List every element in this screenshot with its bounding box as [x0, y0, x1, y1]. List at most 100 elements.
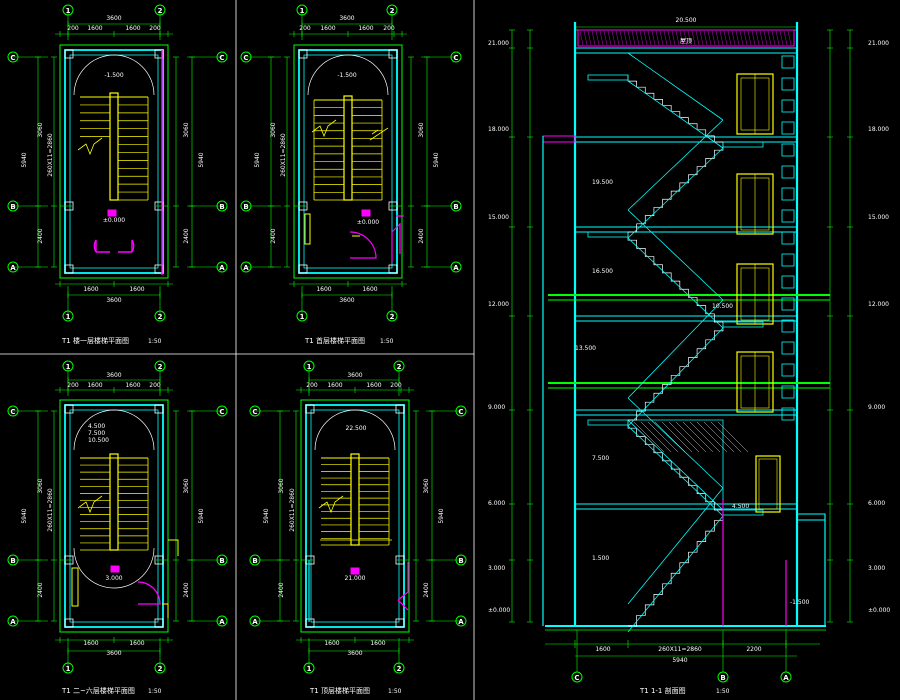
grid-bubble-left-a: A [249, 615, 261, 627]
svg-text:C: C [10, 54, 15, 62]
floor-level: ±0.000 [357, 219, 379, 226]
left-total-dim: 5940 [21, 152, 28, 167]
svg-text:1: 1 [300, 313, 305, 321]
left-total-dim: 5940 [21, 508, 28, 523]
grid-bubble-right-b: B [455, 554, 467, 566]
roof-hatch [683, 30, 688, 46]
stair-well-wall [298, 49, 398, 274]
left-level-label: 18.000 [488, 126, 509, 133]
svg-text:2: 2 [158, 665, 163, 673]
grid-bubble-top-2: 2 [154, 4, 166, 16]
svg-text:C: C [219, 54, 224, 62]
bottom-part-dim: 1600 [83, 286, 98, 293]
roof-parapet [577, 29, 795, 47]
stair-well-wall [64, 49, 164, 274]
right-level-label: 15.000 [868, 214, 889, 221]
top-part-dim: 1600 [320, 25, 335, 32]
landing-arc-bottom [73, 547, 155, 589]
roof-hatch [775, 30, 780, 46]
roof-hatch [783, 30, 788, 46]
floor-slab [574, 503, 798, 510]
stair-landing [587, 419, 629, 426]
drawing-scale: 1:50 [716, 688, 730, 695]
plan-annotations [71, 539, 179, 618]
svg-text:B: B [243, 203, 248, 211]
stair-landing [722, 141, 764, 148]
grid-bubble-right-b: B [216, 200, 228, 212]
left-total-dim: 5940 [263, 508, 270, 523]
right-level-label: 12.000 [868, 301, 889, 308]
svg-text:1: 1 [66, 313, 71, 321]
roof-hatch [655, 30, 660, 46]
grid-bubble-top-1: 1 [296, 4, 308, 16]
plan-stair-flights [77, 453, 149, 551]
facade-bracket [781, 55, 795, 69]
roof-hatch [627, 30, 632, 46]
roof-hatch [739, 30, 744, 46]
grid-bubble-top-2: 2 [386, 4, 398, 16]
left-level-label: 3.000 [488, 565, 505, 572]
grid-bubble-bottom-1: 1 [303, 662, 315, 674]
section-bottom-part-dim: 2200 [746, 646, 761, 653]
svg-text:2: 2 [390, 313, 395, 321]
svg-text:C: C [252, 408, 257, 416]
facade-bracket [781, 121, 795, 135]
roof-hatch [679, 30, 684, 46]
column [154, 264, 164, 274]
facade-bracket [781, 407, 795, 421]
landing-arc [73, 54, 155, 96]
column [388, 49, 398, 59]
plan-stair-flights [311, 95, 383, 201]
column [64, 49, 74, 59]
right-level-label: 21.000 [868, 40, 889, 47]
roof-hatch [767, 30, 772, 46]
door-frame [304, 213, 311, 245]
hatch-line [703, 421, 735, 453]
swing-door [397, 562, 409, 611]
right-part-dim: 2400 [183, 582, 190, 597]
level-marker [110, 565, 120, 573]
stair-run-note: 260X11=2860 [280, 133, 287, 177]
svg-text:A: A [458, 618, 464, 626]
bottom-total-dim: 3600 [347, 650, 362, 657]
section-top-dim: 20.500 [676, 17, 697, 24]
roof-hatch [663, 30, 668, 46]
left-level-label: 15.000 [488, 214, 509, 221]
facade-bracket [781, 385, 795, 399]
double-door [93, 239, 135, 253]
facade-bracket [781, 99, 795, 113]
right-part-dim: 3060 [418, 122, 425, 137]
column [64, 264, 74, 274]
floor-slab [574, 315, 798, 322]
left-level-label: ±0.000 [488, 607, 510, 614]
right-level-label: ±0.000 [868, 607, 890, 614]
right-total-dim: 5940 [198, 152, 205, 167]
left-total-dim: 5940 [254, 152, 261, 167]
stair-slab [627, 327, 724, 427]
swing-door [349, 231, 377, 259]
arrow-mark [369, 127, 389, 141]
grid-bubble-right-a: A [216, 261, 228, 273]
grid-bubble-right-a: A [216, 615, 228, 627]
hatch-line [689, 421, 721, 453]
roof-hatch [639, 30, 644, 46]
roof-hatch [755, 30, 760, 46]
plan-stair-flights [318, 453, 390, 546]
svg-text:C: C [574, 674, 579, 682]
roof-hatch [631, 30, 636, 46]
hatch-line [696, 421, 728, 453]
roof-hatch [671, 30, 676, 46]
svg-text:2: 2 [158, 363, 163, 371]
top-part-dim: 200 [67, 382, 79, 389]
drawing-title: T1 1-1 剖面图 [639, 686, 686, 695]
svg-text:B: B [453, 203, 458, 211]
stair-break-line [77, 137, 103, 156]
right-level-label: 18.000 [868, 126, 889, 133]
left-part-dim: 2400 [270, 228, 277, 243]
bottom-part-dim: 1600 [316, 286, 331, 293]
grid-bubble-top-2: 2 [154, 360, 166, 372]
hatch-line [647, 421, 679, 453]
landing-level: -1.500 [337, 72, 357, 79]
roof-hatch [611, 30, 616, 46]
